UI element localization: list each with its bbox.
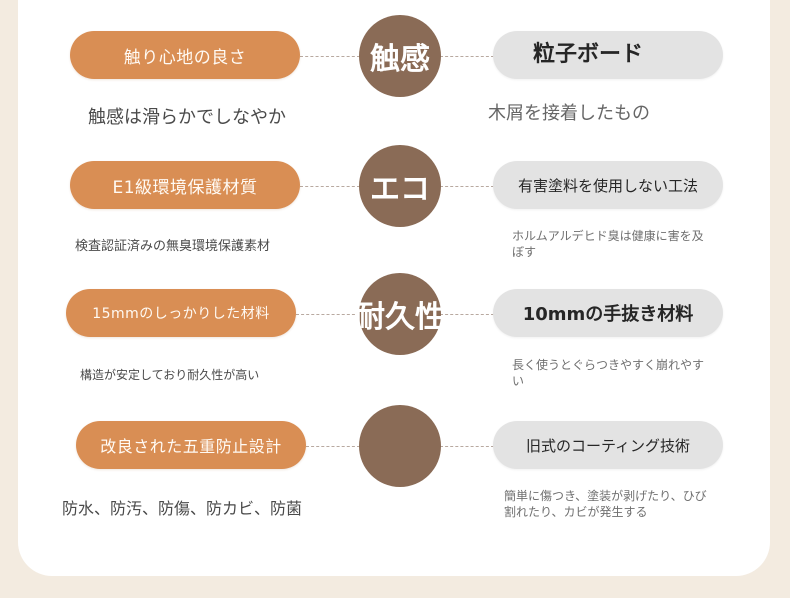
comparison-row-eco: E1級環境保護材質 エコ 有害塗料を使用しない工法 検査認証済みの無臭環境保護素… bbox=[0, 132, 790, 272]
connector-right bbox=[440, 56, 494, 57]
connector-left bbox=[300, 56, 360, 57]
feature-pill-right: 粒子ボード bbox=[493, 31, 723, 79]
feature-pill-left: 改良された五重防止設計 bbox=[76, 421, 306, 469]
feature-desc-right: 木屑を接着したもの bbox=[488, 103, 650, 124]
feature-pill-right: 旧式のコーティング技術 bbox=[493, 421, 723, 469]
connector-right bbox=[440, 186, 494, 187]
feature-desc-right: 長く使うとぐらつきやすく崩れやすい bbox=[512, 358, 705, 388]
category-circle bbox=[359, 405, 441, 487]
feature-pill-right: 10mmの手抜き材料 bbox=[493, 289, 723, 337]
feature-pill-right: 有害塗料を使用しない工法 bbox=[493, 161, 723, 209]
feature-desc-right: 簡単に傷つき、塗装が剥げたり、ひび割れたり、カビが発生する bbox=[504, 489, 707, 519]
comparison-row-durability: 15mmのしっかりした材料 耐久性 10mmの手抜き材料 構造が安定しており耐久… bbox=[0, 260, 790, 400]
feature-desc-left: 触感は滑らかでしなやか bbox=[88, 107, 286, 128]
feature-pill-left: 15mmのしっかりした材料 bbox=[66, 289, 296, 337]
connector-left bbox=[306, 446, 360, 447]
feature-desc-left: 検査認証済みの無臭環境保護素材 bbox=[75, 239, 271, 254]
feature-desc-right: ホルムアルデヒド臭は健康に害を及ぼす bbox=[512, 229, 704, 259]
connector-left bbox=[300, 186, 360, 187]
connector-right bbox=[440, 446, 494, 447]
category-circle: 触感 bbox=[359, 15, 441, 97]
category-circle: 耐久性 bbox=[355, 273, 445, 355]
feature-pill-left: E1級環境保護材質 bbox=[70, 161, 300, 209]
feature-desc-left: 構造が安定しており耐久性が高い bbox=[80, 368, 260, 382]
comparison-row-protection: 改良された五重防止設計 旧式のコーティング技術 防水、防汚、防傷、防カビ、防菌 … bbox=[0, 392, 790, 532]
comparison-row-touch: 触り心地の良さ 触感 粒子ボード 触感は滑らかでしなやか 木屑を接着したもの bbox=[0, 2, 790, 142]
connector-right bbox=[440, 314, 494, 315]
feature-pill-left: 触り心地の良さ bbox=[70, 31, 300, 79]
feature-desc-left: 防水、防汚、防傷、防カビ、防菌 bbox=[62, 499, 303, 518]
connector-left bbox=[296, 314, 360, 315]
category-circle: エコ bbox=[359, 145, 441, 227]
